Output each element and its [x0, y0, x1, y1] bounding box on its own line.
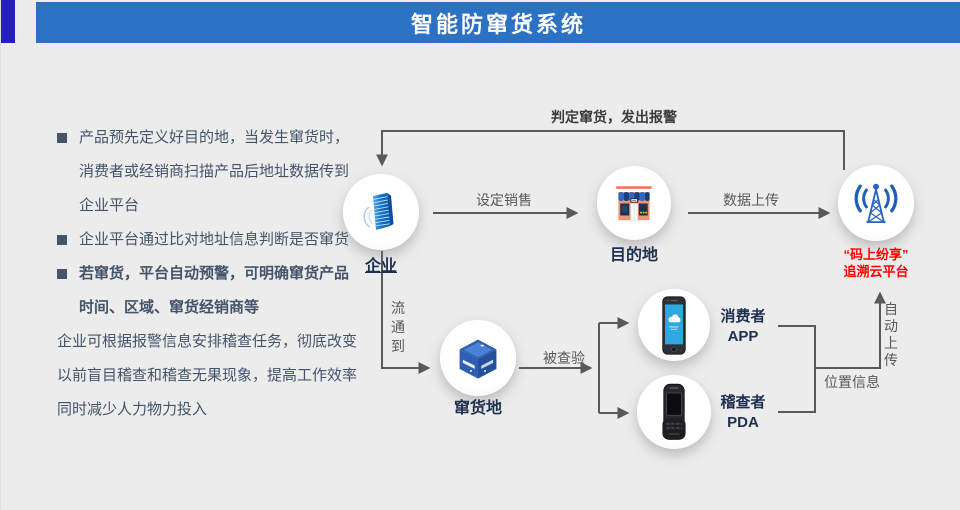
consumer-app-label: 消费者 APP [711, 307, 775, 347]
smartphone-icon [662, 295, 686, 355]
description-panel: 产品预先定义好目的地，当发生窜货时，消费者或经销商扫描产品后地址数据传到企业平台… [57, 121, 363, 427]
enterprise-label: 企业 [364, 258, 397, 275]
consumer-app-node [638, 289, 710, 361]
building-icon [363, 193, 394, 230]
bullet-marker [57, 133, 67, 143]
channel-location-label: 窜货地 [453, 400, 502, 417]
cloud-platform-node [838, 165, 914, 241]
bullet-marker [57, 235, 67, 245]
consumer-label-line1: 消费者 [720, 308, 766, 325]
edge-label-location-info: 位置信息 [824, 374, 880, 390]
cloud-platform-label: “码上纷享” 追溯云平台 [812, 246, 940, 280]
destination-node [597, 166, 671, 240]
package-box-icon [459, 339, 497, 379]
inspector-label-line2: PDA [727, 414, 759, 431]
consumer-label-line2: APP [727, 328, 759, 345]
inspector-pda-node [637, 375, 711, 449]
bullet-text: 产品预先定义好目的地，当发生窜货时，消费者或经销商扫描产品后地址数据传到企业平台 [79, 129, 350, 214]
destination-label: 目的地 [609, 247, 658, 264]
edge-label-data-upload: 数据上传 [723, 192, 779, 208]
bullet-item: 产品预先定义好目的地，当发生窜货时，消费者或经销商扫描产品后地址数据传到企业平台 [57, 121, 363, 223]
inspector-label-line1: 稽查者 [720, 394, 766, 411]
edge-label-set-sales: 设定销售 [476, 192, 532, 208]
bullet-item: 企业平台通过比对地址信息判断是否窜货 [57, 223, 363, 257]
header-bar: 智能防窜货系统 [36, 2, 960, 43]
signal-tower-icon [854, 183, 898, 224]
arrow-alarm [376, 130, 845, 170]
corner-accent-square [1, 0, 15, 43]
pda-icon [662, 383, 686, 440]
edge-label-flow-to: 流通到 [391, 300, 405, 354]
cloud-label-line1: “码上纷享” [843, 247, 909, 262]
inspector-pda-label: 稽查者 PDA [711, 393, 775, 433]
bullet-text: 若窜货，平台自动预警，可明确窜货产品时间、区域、窜货经销商等 [79, 265, 350, 316]
cloud-label-line2: 追溯云平台 [843, 264, 909, 279]
bullet-marker [57, 269, 67, 279]
page-title: 智能防窜货系统 [410, 11, 586, 37]
summary-paragraph: 企业可根据报警信息安排稽查任务，彻底改变以前盲目稽查和稽查无果现象，提高工作效率… [57, 333, 358, 418]
merge-connector [778, 325, 816, 413]
channel-location-node [440, 320, 516, 396]
edge-label-auto-upload: 自动上传 [884, 301, 898, 368]
storefront-icon [616, 186, 652, 221]
arrow-auto-upload [815, 291, 886, 369]
enterprise-node [343, 174, 419, 250]
edge-label-alarm: 判定窜货，发出报警 [551, 109, 677, 125]
edge-label-inspected: 被查验 [543, 350, 585, 366]
bullet-text: 企业平台通过比对地址信息判断是否窜货 [79, 231, 350, 248]
bullet-item: 若窜货，平台自动预警，可明确窜货产品时间、区域、窜货经销商等 [57, 257, 363, 325]
